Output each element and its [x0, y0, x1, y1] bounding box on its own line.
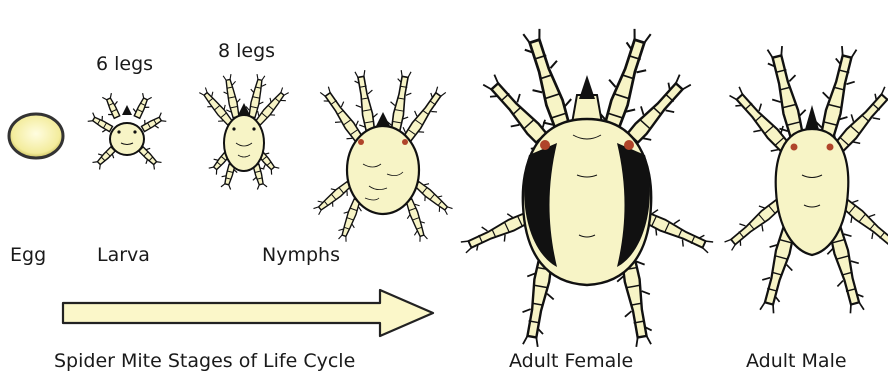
nymph-legs-label: 8 legs	[218, 42, 275, 61]
nymph-small-illustration	[196, 73, 292, 190]
larva-illustration	[87, 92, 168, 171]
progression-arrow	[63, 290, 433, 336]
life-cycle-caption: Spider Mite Stages of Life Cycle	[54, 352, 355, 371]
adult-male-illustration	[721, 44, 888, 315]
egg-label: Egg	[10, 246, 46, 265]
adult-male-label: Adult Male	[746, 352, 847, 371]
larva-label: Larva	[97, 246, 150, 265]
adult-female-label: Adult Female	[509, 352, 633, 371]
adult-female-illustration	[458, 26, 715, 348]
nymph-large-illustration	[311, 69, 455, 243]
nymphs-label: Nymphs	[262, 246, 340, 265]
egg-illustration	[9, 114, 63, 158]
larva-legs-label: 6 legs	[96, 55, 153, 74]
